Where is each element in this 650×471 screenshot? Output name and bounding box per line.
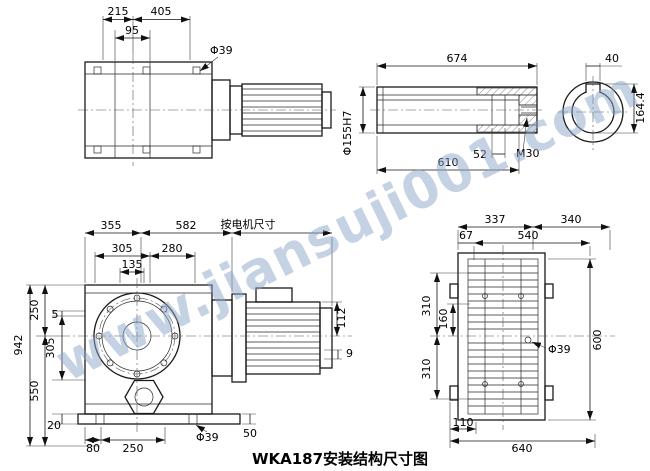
- dim-280: 280: [162, 242, 183, 255]
- dim-50: 50: [243, 427, 257, 440]
- dim-110: 110: [453, 416, 474, 429]
- dim-135: 135: [122, 258, 143, 271]
- dim-942: 942: [12, 335, 25, 356]
- dim-250-left: 250: [28, 300, 41, 321]
- dim-52: 52: [473, 148, 487, 161]
- label-phi39-front: Φ39: [196, 431, 219, 444]
- dim-355: 355: [101, 219, 122, 232]
- dim-9: 9: [346, 347, 353, 360]
- dim-20: 20: [47, 419, 61, 432]
- label-phi39-top: Φ39: [210, 44, 233, 57]
- dim-550: 550: [28, 381, 41, 402]
- front-view: 355 582 按电机尺寸 305 280 135 942 250 550 5 …: [12, 217, 353, 455]
- dim-215: 215: [108, 5, 129, 18]
- dim-305-top: 305: [112, 242, 133, 255]
- dim-67: 67: [459, 229, 473, 242]
- dim-5: 5: [52, 308, 59, 321]
- dim-340: 340: [561, 213, 582, 226]
- dim-674: 674: [447, 52, 468, 65]
- dim-610: 610: [438, 156, 459, 169]
- dim-310-upper: 310: [420, 296, 433, 317]
- label-phi155h7: Φ155H7: [341, 111, 354, 156]
- dim-540: 540: [518, 229, 539, 242]
- dim-305-left: 305: [44, 338, 57, 359]
- dim-582: 582: [176, 219, 197, 232]
- dim-112: 112: [335, 308, 348, 329]
- hex-plug: [124, 379, 164, 415]
- drawing-title: WKA187安装结构尺寸图: [252, 450, 428, 468]
- motor-front: [211, 287, 333, 383]
- label-phi39-side: Φ39: [548, 343, 571, 356]
- top-view: 215 405 95 Φ39: [78, 5, 336, 166]
- dim-640: 640: [512, 442, 533, 455]
- gearbox-housing-side: [449, 252, 554, 421]
- dim-310-lower: 310: [420, 359, 433, 380]
- dim-600: 600: [591, 330, 604, 351]
- dim-250-bottom: 250: [123, 442, 144, 455]
- dim-40: 40: [605, 52, 619, 65]
- shaft-end-view: 40 164.4: [558, 52, 647, 150]
- dim-164-4: 164.4: [634, 92, 647, 124]
- shaft-section-view: 674 Φ155H7 610 52 M30: [341, 52, 545, 174]
- label-m30: M30: [516, 147, 540, 160]
- side-view: 337 340 67 540 160 310 310 600 Φ39 110 6…: [420, 213, 615, 455]
- dim-405: 405: [151, 5, 172, 18]
- label-motor-note: 按电机尺寸: [221, 217, 276, 231]
- dim-95: 95: [125, 24, 139, 37]
- dim-337: 337: [485, 213, 506, 226]
- dim-160: 160: [437, 309, 450, 330]
- dim-80: 80: [86, 442, 100, 455]
